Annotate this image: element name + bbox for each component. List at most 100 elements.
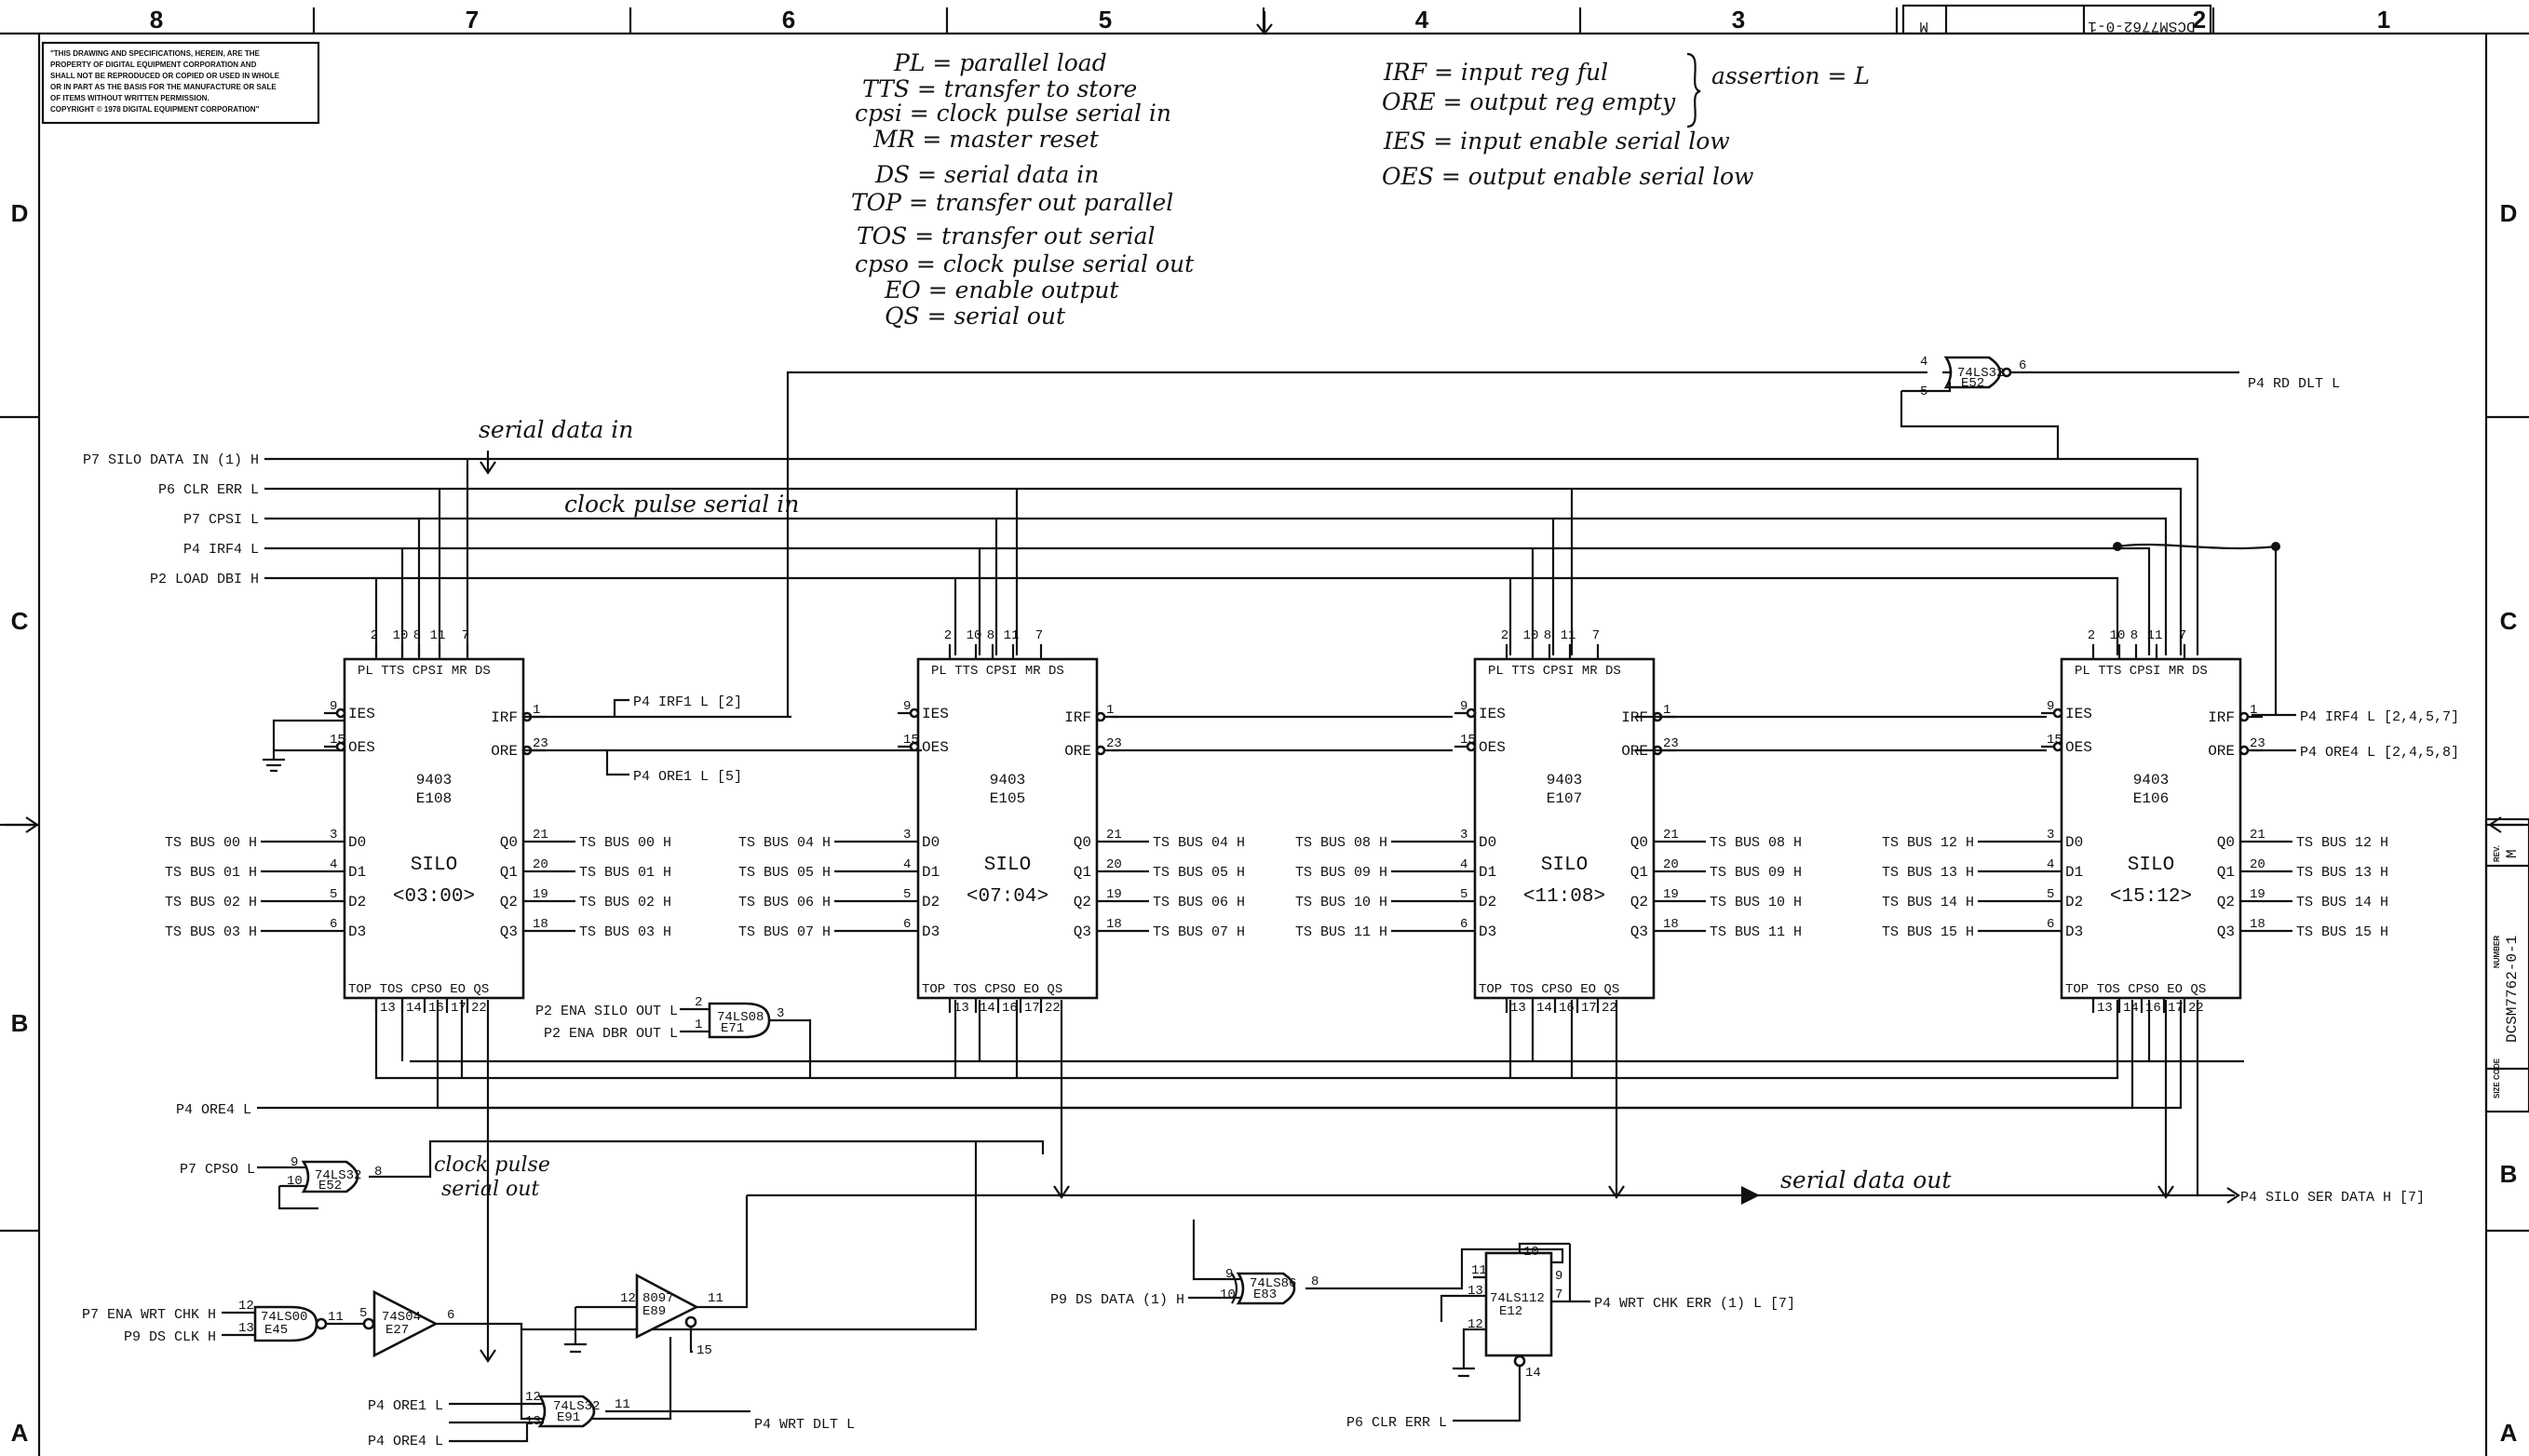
irf-ore-chain — [786, 371, 2047, 752]
zone-row-b-left: B — [11, 1009, 29, 1037]
notes-right: IRF = input reg ful ORE = output reg emp… — [1382, 52, 1870, 190]
pin-number: 15 — [330, 733, 345, 748]
chip-pin-label: IES — [348, 706, 375, 722]
gate-type: 74LS08 — [717, 1010, 764, 1025]
gate-e89: 12 11 15 8097 E89 — [520, 1195, 749, 1421]
chip-pin-label: IRF — [1621, 709, 1648, 726]
chip-pin-label: OES — [922, 739, 949, 756]
note: EO = enable output — [884, 276, 1119, 303]
chip-pin-label: D3 — [922, 923, 940, 940]
chip-pin-label: IES — [922, 706, 949, 722]
signal-silo-ser-data: P4 SILO SER DATA H [7] — [2240, 1190, 2425, 1206]
note: TOP = transfer out parallel — [851, 189, 1173, 216]
chip-pin-label: D2 — [348, 894, 366, 910]
pin-number: 11 — [615, 1397, 630, 1412]
copyright-line: PROPERTY OF DIGITAL EQUIPMENT CORPORATIO… — [50, 61, 257, 69]
title-rev-inverted: M — [1919, 18, 1928, 34]
chip-range: <03:00> — [393, 886, 475, 908]
pin-number: 20 — [1106, 857, 1122, 872]
note: DS = serial data in — [874, 161, 1099, 188]
pin-number: 11 — [1004, 628, 1020, 643]
pin-number: 15 — [1460, 733, 1476, 748]
pin-number: 2 — [1501, 628, 1508, 643]
note: IES = input enable serial low — [1383, 128, 1730, 155]
chip-pin-label: Q0 — [500, 834, 518, 851]
gate-e52-top: 4 5 6 74LS32 E52 P4 RD DLT L — [1900, 355, 2340, 459]
chip-pin-label: ORE — [491, 743, 518, 760]
zone-row-a-right: A — [2500, 1419, 2518, 1447]
bus-input-label: TS BUS 07 H — [738, 924, 831, 940]
pin-number: 10 — [1523, 1245, 1539, 1260]
pin-number: 1 — [695, 1018, 702, 1032]
gate-e91: 12 13 11 74LS32 E91 P4 ORE1 L P4 ORE4 L … — [368, 1390, 855, 1449]
pin-number: 3 — [777, 1006, 784, 1021]
pin-number: 3 — [1460, 828, 1467, 843]
pin-number: 13 — [380, 1001, 396, 1016]
pin-number: 1 — [2250, 703, 2257, 718]
bus-output-label: TS BUS 00 H — [579, 835, 671, 851]
pin-number: 5 — [2047, 887, 2054, 902]
bus-input-label: TS BUS 00 H — [165, 835, 257, 851]
signal-rd-dlt: P4 RD DLT L — [2248, 376, 2340, 392]
chip-pin-label: Q3 — [500, 923, 518, 940]
gate-ref: E52 — [318, 1179, 342, 1193]
pin-number: 2 — [2088, 628, 2095, 643]
signal-ena-silo-out: P2 ENA SILO OUT L — [535, 1004, 678, 1019]
gate-ref: E71 — [721, 1021, 744, 1036]
note: cpso = clock pulse serial out — [855, 250, 1195, 277]
chip-pin-label: Q1 — [1630, 864, 1648, 881]
gate-ref: E52 — [1961, 376, 1984, 391]
note: TTS = transfer to store — [862, 75, 1137, 102]
pin-number: 14 — [1525, 1366, 1541, 1381]
pin-number: 18 — [2250, 917, 2265, 932]
bus-input-label: TS BUS 12 H — [1882, 835, 1974, 851]
gate-e52-bottom: 9 10 8 74LS32 E52 P7 CPSO L — [180, 1139, 1045, 1210]
pin-number: 4 — [2047, 857, 2054, 872]
bus-output-label: TS BUS 12 H — [2296, 835, 2388, 851]
bottom-control-bus: P4 SILO SER DATA H [7] P4 ORE4 L — [176, 1000, 2425, 1363]
chip-pin-label: IES — [2065, 706, 2092, 722]
note: cpsi = clock pulse serial in — [855, 100, 1171, 127]
zone-col-4: 4 — [1415, 6, 1429, 34]
chip-bottom-labels: TOP TOS CPSO EO QS — [922, 982, 1062, 997]
zone-row-c-right: C — [2500, 607, 2518, 635]
chip-pin-label: Q1 — [500, 864, 518, 881]
signal-clr-err: P6 CLR ERR L — [1346, 1415, 1447, 1431]
chip-pin-label: IES — [1479, 706, 1506, 722]
pin-number: 10 — [967, 628, 982, 643]
zone-col-6: 6 — [782, 6, 795, 34]
pin-number: 9 — [2047, 699, 2054, 714]
input-label: P7 CPSI L — [183, 512, 259, 528]
pin-number: 5 — [1460, 887, 1467, 902]
pin-number: 16 — [2145, 1001, 2161, 1016]
bus-output-label: TS BUS 11 H — [1710, 924, 1802, 940]
chip-name: SILO — [411, 855, 457, 876]
copyright-line: "THIS DRAWING AND SPECIFICATIONS, HEREIN… — [50, 49, 261, 58]
chip-name: SILO — [1541, 855, 1588, 876]
chip-top-labels: PL TTS CPSI MR DS — [1488, 664, 1621, 679]
pin-number: 13 — [238, 1321, 254, 1336]
pin-number: 23 — [2250, 736, 2265, 751]
pin-number: 8 — [2130, 628, 2138, 643]
note: ORE = output reg empty — [1382, 88, 1676, 115]
pin-number: 13 — [953, 1001, 969, 1016]
gate-type: 74LS32 — [553, 1399, 600, 1414]
chip-pin-label: Q0 — [2217, 834, 2235, 851]
chip4-status-signals: P4 IRF4 L [2,4,5,7] P4 ORE4 L [2,4,5,8] — [2252, 546, 2459, 761]
chip1-status-signals: P4 IRF1 L [2] P4 ORE1 L [5] — [523, 694, 922, 785]
pin-number: 9 — [1225, 1267, 1233, 1282]
chip-pin-label: D0 — [1479, 834, 1496, 851]
pin-number: 14 — [2123, 1001, 2139, 1016]
signal-wrt-chk-err: P4 WRT CHK ERR (1) L [7] — [1594, 1296, 1795, 1312]
chip-body — [1473, 657, 1656, 1000]
pin-number: 13 — [2097, 1001, 2113, 1016]
pin-number: 12 — [525, 1390, 541, 1405]
chip-pin-label: Q3 — [1630, 923, 1648, 940]
pin-number: 22 — [471, 1001, 487, 1016]
signal-ore4-out: P4 ORE4 L [2,4,5,8] — [2300, 745, 2459, 761]
pin-number: 8 — [1544, 628, 1551, 643]
copyright-line: OR IN PART AS THE BASIS FOR THE MANUFACT… — [50, 83, 277, 91]
chip-pin-label: ORE — [1621, 743, 1648, 760]
signal-ore4-in: P4 ORE4 L — [176, 1102, 251, 1118]
